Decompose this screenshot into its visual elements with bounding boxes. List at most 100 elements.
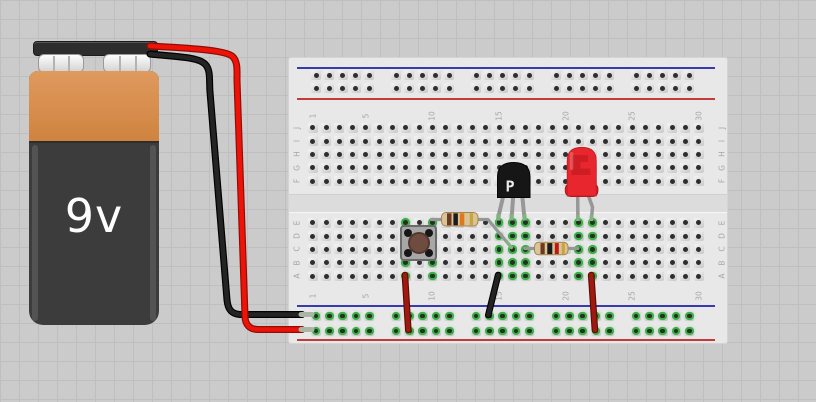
top-rail-negative-line xyxy=(297,67,715,69)
breadboard-hole xyxy=(374,217,385,228)
breadboard-hole xyxy=(627,136,638,146)
resistor-2[interactable] xyxy=(523,241,580,256)
breadboard-hole xyxy=(680,271,691,281)
breadboard-hole xyxy=(480,149,491,160)
breadboard-hole xyxy=(480,244,491,255)
led-highlight xyxy=(569,152,574,170)
breadboard-hole xyxy=(467,271,478,281)
battery-negative-wire[interactable] xyxy=(146,50,315,318)
breadboard-hole xyxy=(360,244,371,255)
breadboard-hole xyxy=(360,122,371,133)
jumper-wire-red-2[interactable] xyxy=(587,271,599,334)
breadboard-hole-connected xyxy=(551,311,561,321)
led-reflection xyxy=(571,155,591,175)
jumper-wire-black[interactable] xyxy=(485,271,502,319)
breadboard-hole xyxy=(374,136,385,146)
breadboard-hole xyxy=(480,136,491,146)
breadboard-hole xyxy=(337,83,348,93)
wire-core xyxy=(402,272,411,333)
breadboard-hole xyxy=(533,217,544,228)
breadboard-hole-connected xyxy=(631,311,641,321)
breadboard-hole xyxy=(560,231,571,241)
resistor-lead xyxy=(474,217,513,250)
pushbutton-cap[interactable] xyxy=(407,232,430,254)
breadboard-hole xyxy=(374,122,385,133)
breadboard-hole xyxy=(484,70,495,80)
resistor-1[interactable] xyxy=(429,212,513,250)
jumper-wire-red-1[interactable] xyxy=(401,271,412,334)
breadboard-hole xyxy=(640,271,651,281)
breadboard-hole xyxy=(590,83,601,93)
breadboard-hole xyxy=(321,231,331,241)
breadboard-hole xyxy=(510,83,521,93)
breadboard-hole xyxy=(321,271,331,281)
breadboard-hole xyxy=(467,244,478,255)
breadboard-hole xyxy=(311,83,321,93)
breadboard-hole xyxy=(680,122,691,133)
breadboard-hole xyxy=(387,122,398,133)
breadboard-hole xyxy=(324,70,335,80)
breadboard-hole xyxy=(454,257,465,268)
breadboard-hole-connected xyxy=(670,311,681,321)
breadboard-hole xyxy=(547,257,558,268)
breadboard-hole xyxy=(547,136,558,146)
breadboard-hole xyxy=(440,271,451,281)
breadboard-hole xyxy=(627,271,638,281)
breadboard-hole xyxy=(497,70,508,80)
breadboard-hole-connected xyxy=(337,311,348,321)
wire-core xyxy=(589,272,598,333)
led-red[interactable] xyxy=(564,146,599,222)
battery-positive-wire[interactable] xyxy=(146,42,315,333)
breadboard-hole xyxy=(627,149,638,160)
breadboard-hole xyxy=(321,244,331,255)
breadboard-hole xyxy=(680,217,691,228)
breadboard-hole xyxy=(684,70,695,80)
breadboard-hole xyxy=(427,149,438,160)
breadboard-hole xyxy=(640,162,651,173)
breadboard-hole xyxy=(693,176,704,186)
breadboard-hole xyxy=(520,136,531,146)
breadboard-hole xyxy=(693,122,704,133)
breadboard-hole-connected xyxy=(507,257,518,268)
breadboard-hole xyxy=(533,149,544,160)
breadboard-hole xyxy=(484,83,495,93)
breadboard-hole xyxy=(430,83,441,93)
breadboard-hole-connected xyxy=(524,326,535,336)
breadboard-hole xyxy=(560,176,571,186)
breadboard-hole xyxy=(520,149,531,160)
breadboard-hole xyxy=(480,176,491,186)
transistor-pnp[interactable]: P xyxy=(496,161,531,221)
breadboard-hole xyxy=(321,176,331,186)
breadboard-hole xyxy=(321,136,331,146)
breadboard-hole xyxy=(533,231,544,241)
breadboard-hole xyxy=(334,136,345,146)
breadboard-hole-connected xyxy=(311,311,321,321)
breadboard-hole xyxy=(680,257,691,268)
breadboard-hole xyxy=(577,83,588,93)
pushbutton-pin xyxy=(404,249,412,257)
breadboard-hole xyxy=(417,70,428,80)
breadboard-hole xyxy=(387,162,398,173)
resistor-band xyxy=(453,213,458,226)
bottom-rail-negative-line xyxy=(297,305,715,307)
breadboard-hole xyxy=(613,257,624,268)
breadboard-hole-connected xyxy=(587,231,598,241)
breadboard-hole-connected xyxy=(497,326,508,336)
resistor-band xyxy=(554,243,559,255)
pushbutton[interactable] xyxy=(400,225,437,261)
breadboard-hole-connected xyxy=(444,326,455,336)
breadboard-hole-connected xyxy=(510,311,521,321)
breadboard-hole-connected xyxy=(337,326,348,336)
breadboard-hole xyxy=(590,70,601,80)
breadboard-hole xyxy=(347,257,358,268)
breadboard-hole xyxy=(533,176,544,186)
breadboard-hole-connected xyxy=(324,326,335,336)
breadboard-hole xyxy=(653,244,664,255)
breadboard-hole xyxy=(693,257,704,268)
battery-9v[interactable]: 9v xyxy=(29,41,159,325)
breadboard-hole-connected xyxy=(471,326,481,336)
breadboard-hole xyxy=(334,176,345,186)
breadboard-hole xyxy=(680,136,691,146)
breadboard-hole xyxy=(627,231,638,241)
